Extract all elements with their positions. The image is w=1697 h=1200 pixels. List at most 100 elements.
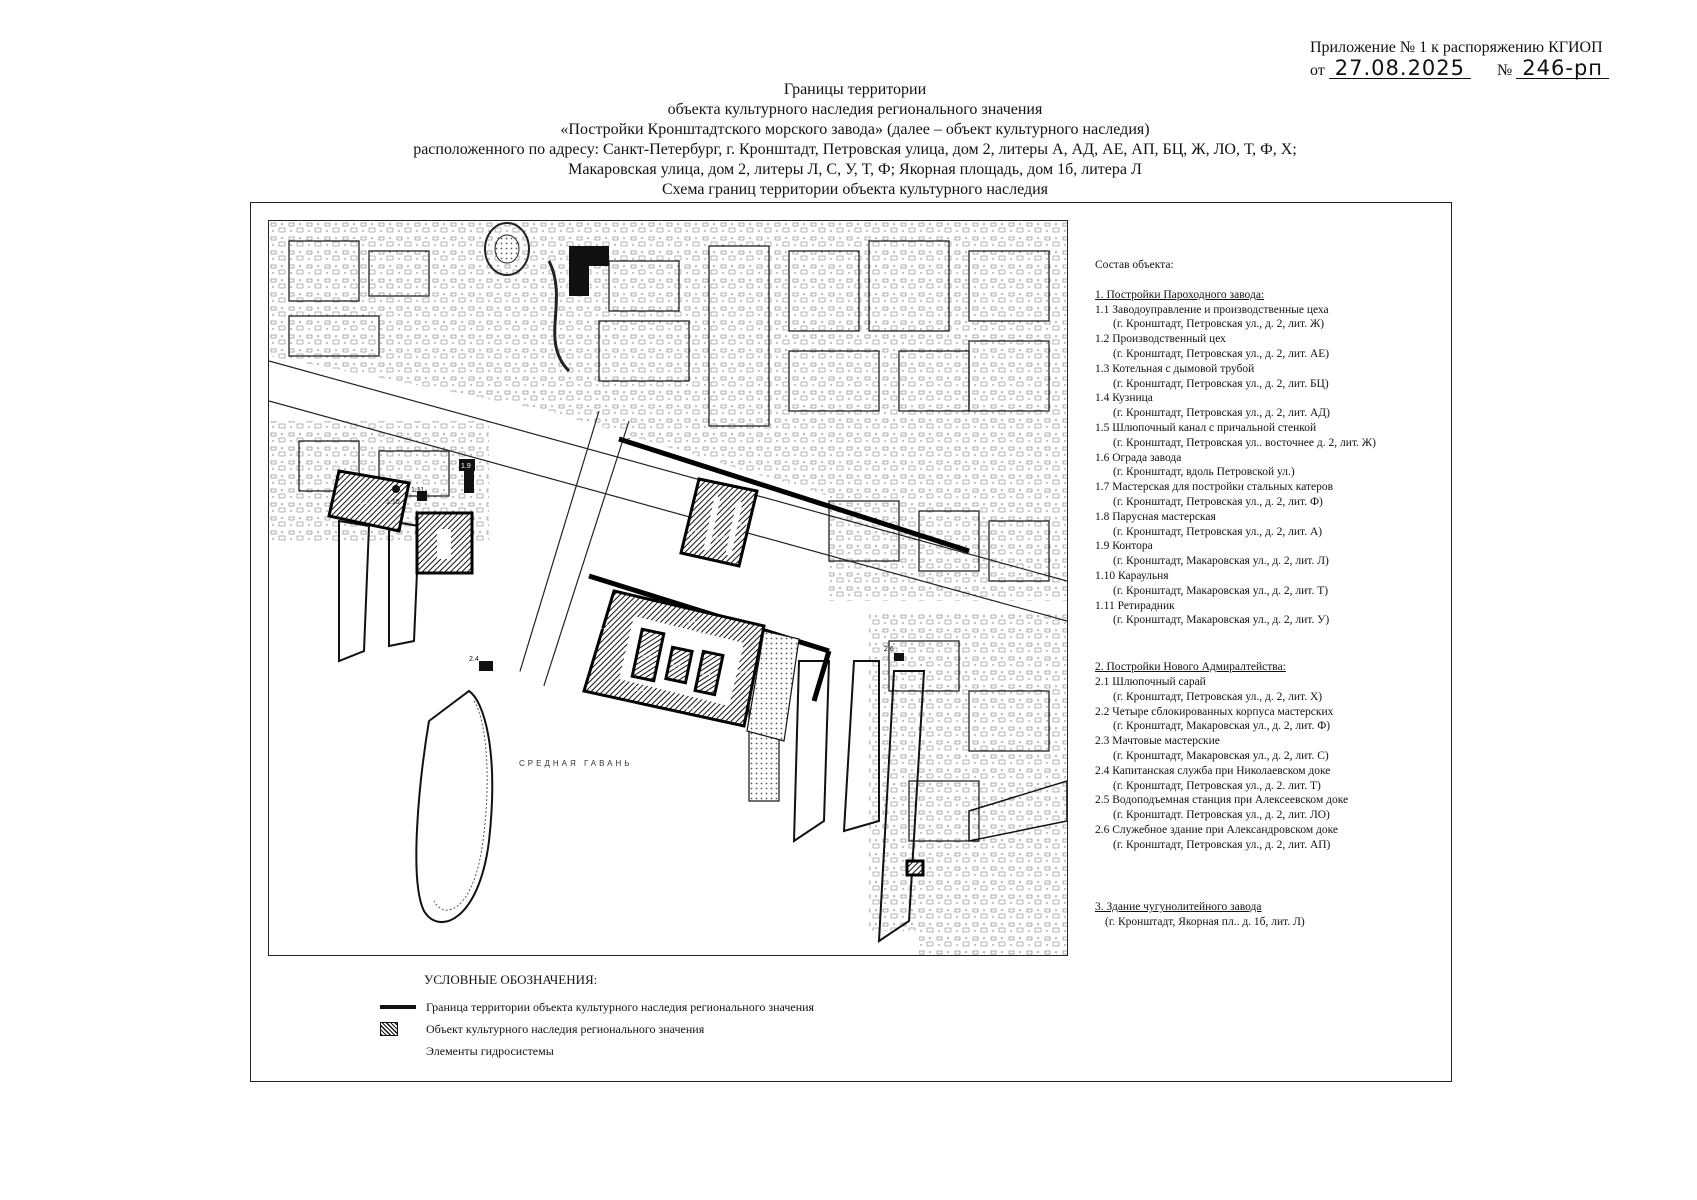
building-2-4 [479,661,493,671]
map-svg: 2.2 1.11 1.10 1.9 2.3 1.6 1.7 1.8 1.7 1.… [269,221,1067,955]
building-2-3 [415,511,474,575]
section-2-items: 2.1 Шлюпочный сарай (г. Кронштадт, Петро… [1095,675,1440,853]
item-1-9-name: 1.9 Контора [1095,540,1153,553]
header-line-1: Границы территории [783,81,927,98]
item-1-7-addr: (г. Кронштадт, Петровская ул., д. 2, лит… [1113,495,1323,508]
item-2-2-addr: (г. Кронштадт, Макаровская ул., д. 2, ли… [1113,720,1331,733]
building-1-2 [630,627,666,683]
item-2-1-name: 2.1 Шлюпочный сарай [1095,675,1206,688]
annex-date: 27.08.2025 [1328,58,1472,79]
heritage-buildings [327,459,925,877]
building-1-11 [417,491,427,501]
annex-title: Приложение № 1 к распоряжению КГИОП [1310,39,1603,56]
bold-line-icon [380,1005,416,1009]
label-1-7b: 1.7 [739,521,749,528]
item-1-2-name: 1.2 Производственный цех [1095,333,1226,346]
item-1-3-addr: (г. Кронштадт, Петровская ул., д. 2, лит… [1113,377,1329,390]
item-1-11-addr: (г. Кронштадт, Макаровская ул., д. 2, ли… [1113,614,1330,627]
label-1-1e: 1.1 [685,706,695,713]
item-1-8-addr: (г. Кронштадт, Петровская ул., д. 2, лит… [1113,525,1323,538]
building-labels: 2.2 1.11 1.10 1.9 2.3 1.6 1.7 1.8 1.7 1.… [359,438,894,768]
label-1-1d: 1.1 [635,686,645,693]
item-1-9-addr: (г. Кронштадт, Макаровская ул., д. 2, ли… [1113,555,1329,568]
item-2-6-addr: (г. Кронштадт, Петровская ул., д. 2, лит… [1113,838,1331,851]
section-3-title: 3. Здание чугунолитейного завода [1095,901,1262,914]
item-1-5-addr: (г. Кронштадт, Петровская ул.. восточнее… [1113,436,1376,449]
header-line-3: «Постройки Кронштадтского морского завод… [560,121,1150,138]
label-1-6: 1.6 [621,438,631,445]
legend-item-hydro-label: Элементы гидросистемы [426,1043,554,1058]
label-1-1a: 1.1 [599,624,609,631]
dotted-icon [380,1045,396,1057]
label-1-9: 1.9 [461,463,471,470]
header-line-5: Макаровская улица, дом 2, литеры Л, С, У… [568,161,1142,178]
legend-item-hydro: Элементы гидросистемы [380,1040,980,1062]
item-1-10-addr: (г. Кронштадт, Макаровская ул., д. 2, ли… [1113,584,1329,597]
legend-item-heritage: Объект культурного наследия региональног… [380,1018,980,1040]
item-2-6-name: 2.6 Служебное здание при Александровском… [1095,823,1339,836]
label-1-1c: 1.1 [739,668,749,675]
item-3-addr: (г. Кронштадт, Якорная пл.. д. 1б, лит. … [1105,916,1305,929]
section-1-title: 1. Постройки Пароходного завода: [1095,288,1265,301]
legend-item-heritage-label: Объект культурного наследия региональног… [426,1021,705,1036]
building-2-2 [327,469,411,533]
label-1-7a: 1.7 [687,530,697,537]
label-1-2: 1.2 [641,654,651,661]
building-1-9 [464,459,474,493]
streets [269,360,1067,702]
building-1-3 [664,645,694,685]
building-2-6 [894,653,904,661]
item-1-8-name: 1.8 Парусная мастерская [1095,510,1216,523]
annex-number: 246-рп [1516,58,1610,79]
item-1-4-name: 1.4 Кузница [1095,392,1153,405]
label-1-11: 1.11 [411,487,424,494]
item-1-6-name: 1.6 Ограда завода [1095,451,1182,464]
document-header: Границы территории объекта культурного н… [300,80,1410,200]
label-harbor: СРЕДНАЯ ГАВАНЬ [519,759,633,768]
building-1-10 [392,485,400,493]
item-2-4-addr: (г. Кронштадт, Петровская ул., д. 2. лит… [1113,779,1321,792]
scheme-frame [250,202,1452,1082]
header-line-6: Схема границ территории объекта культурн… [661,181,1049,198]
label-2-2: 2.2 [359,499,369,506]
annex-header: Приложение № 1 к распоряжению КГИОП от 2… [1310,38,1640,81]
annex-from-label: от [1310,62,1325,79]
item-1-3-name: 1.3 Котельная с дымовой трубой [1095,362,1255,375]
item-2-1-addr: (г. Кронштадт, Петровская ул., д. 2, лит… [1113,690,1323,703]
item-2-2-name: 2.2 Четыре сблокированных корпуса мастер… [1095,705,1334,718]
section-2-title: 2. Постройки Нового Адмиралтейства: [1095,661,1286,674]
label-2-4: 2.4 [469,656,479,663]
label-2-6: 2.6 [884,646,894,653]
item-2-3-addr: (г. Кронштадт, Макаровская ул., д. 2, ли… [1113,749,1329,762]
composition-list: Состав объекта: 1. Постройки Пароходного… [1095,258,1440,930]
section-1-items: 1.1 Заводоуправление и производственные … [1095,303,1440,629]
label-1-1b: 1.1 [687,621,697,628]
label-1-4: 1.4 [701,671,711,678]
building-1-7-1-8 [679,477,759,568]
item-1-1-addr: (г. Кронштадт, Петровская ул., д. 2, лит… [1113,318,1325,331]
annex-date-line: от 27.08.2025 № 246-рп [1310,58,1640,81]
building-1-4 [693,649,725,697]
label-1-3: 1.3 [671,664,681,671]
label-1-10: 1.10 [386,499,400,506]
annex-number-label: № [1497,62,1513,79]
item-2-5-name: 2.5 Водоподъемная станция при Алексеевск… [1095,794,1349,807]
item-1-2-addr: (г. Кронштадт, Петровская ул., д. 2, лит… [1113,347,1330,360]
item-2-4-name: 2.4 Капитанская служба при Николаевском … [1095,764,1331,777]
legend-item-boundary-label: Граница территории объекта культурного н… [426,999,815,1014]
header-line-4: расположенного по адресу: Санкт-Петербур… [413,141,1297,158]
label-2-3: 2.3 [437,541,447,548]
item-2-5-addr: (г. Кронштадт. Петровская ул., д. 2, лит… [1113,809,1330,822]
composition-title: Состав объекта: [1095,259,1174,271]
header-line-2: объекта культурного наследия регионально… [667,101,1043,118]
item-1-7-name: 1.7 Мастерская для постройки стальных ка… [1095,481,1334,494]
legend-title: УСЛОВНЫЕ ОБОЗНАЧЕНИЯ: [424,972,598,987]
item-1-1-name: 1.1 Заводоуправление и производственные … [1095,303,1329,316]
item-1-11-name: 1.11 Ретирадник [1095,599,1175,612]
item-1-6-addr: (г. Кронштадт, вдоль Петровской ул.) [1113,466,1295,479]
item-1-10-name: 1.10 Караульня [1095,569,1169,582]
item-1-5-name: 1.5 Шлюпочный канал с причальной стенкой [1095,421,1317,434]
scheme-map: 2.2 1.11 1.10 1.9 2.3 1.6 1.7 1.8 1.7 1.… [268,220,1068,956]
hatched-square-icon [380,1022,398,1036]
item-1-4-addr: (г. Кронштадт, Петровская ул., д. 2, лит… [1113,407,1330,420]
